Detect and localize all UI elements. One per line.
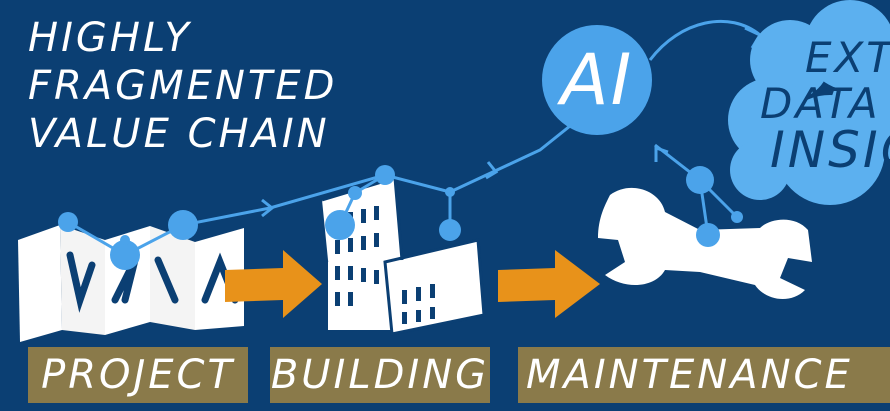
cloud-line-1: EXTR xyxy=(805,33,890,82)
arrow-project-to-building xyxy=(225,250,322,318)
cloud-line-3: INSIG xyxy=(770,121,890,179)
ai-circle xyxy=(542,25,652,135)
arrow-building-to-maintenance xyxy=(498,250,600,318)
stage-label-project: PROJECT xyxy=(28,347,248,403)
cloud-text: EXTR DATA INSIG xyxy=(760,33,890,179)
building-icon xyxy=(321,176,486,336)
orange-arrows xyxy=(225,250,600,318)
ai-label: AI xyxy=(560,39,634,121)
headline-line-1: HIGHLY xyxy=(28,15,192,61)
cloud-line-2: DATA xyxy=(760,79,881,128)
stage-label-maintenance: MAINTENANCE xyxy=(518,347,890,403)
insight-cloud xyxy=(728,0,890,205)
headline: HIGHLY FRAGMENTED VALUE CHAIN xyxy=(28,14,358,158)
stage-label-building: BUILDING xyxy=(270,347,490,403)
network-nodes xyxy=(58,165,743,270)
headline-line-2: FRAGMENTED xyxy=(28,63,338,109)
headline-line-3: VALUE CHAIN xyxy=(28,111,330,157)
